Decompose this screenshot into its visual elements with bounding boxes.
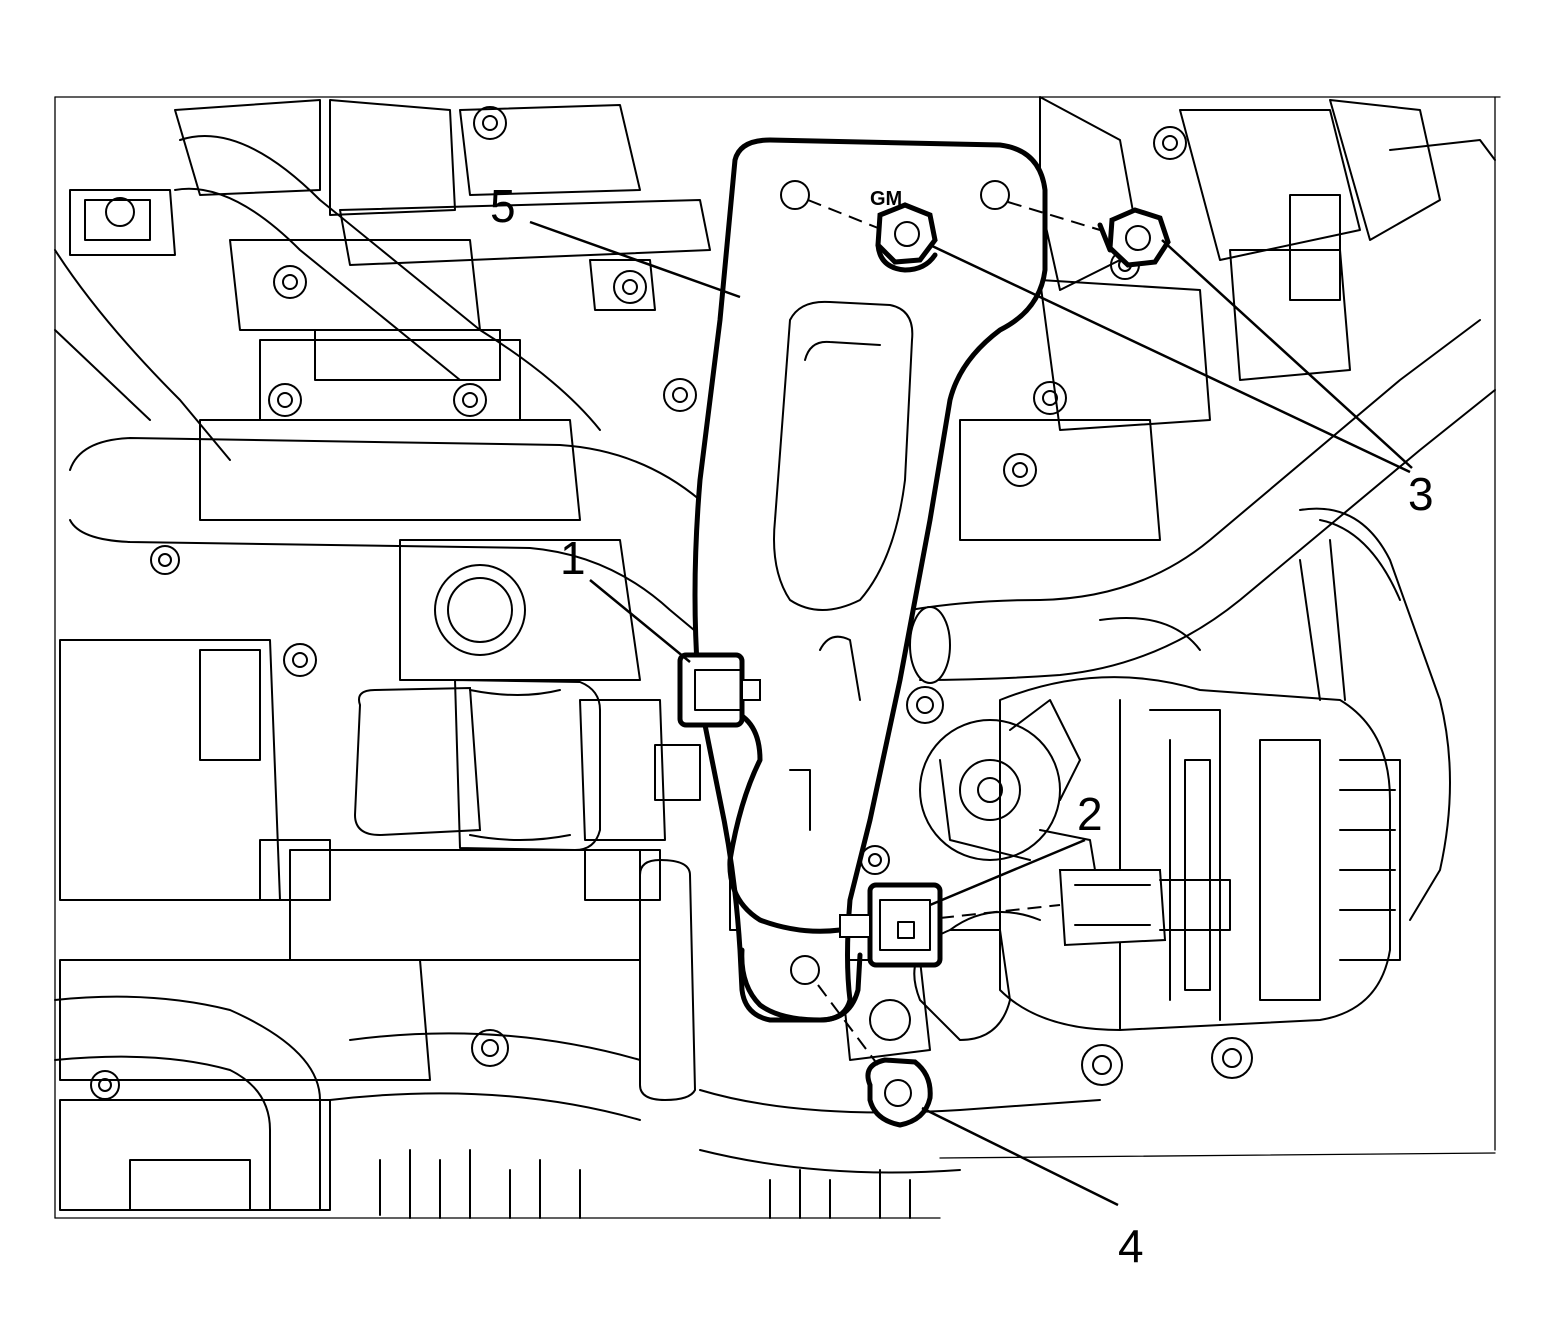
bracket-stamp: GM bbox=[870, 188, 902, 210]
leader-lines bbox=[529, 220, 1413, 1207]
callout-5: 5 bbox=[490, 180, 516, 232]
bracket: GM bbox=[692, 137, 1048, 1023]
bracket-bolt-lower bbox=[817, 984, 933, 1128]
leader-2 bbox=[929, 838, 1086, 907]
alternator bbox=[919, 507, 1451, 1031]
bracket-bolt-upper-right bbox=[1007, 201, 1171, 268]
leader-1 bbox=[589, 579, 691, 663]
leader-3b bbox=[1161, 239, 1413, 469]
callout-labels: 1 2 3 4 5 bbox=[490, 180, 1434, 1272]
engine-block-background bbox=[54, 96, 1501, 1219]
bracket-bolt-upper-left bbox=[807, 199, 938, 273]
leader-3a bbox=[929, 243, 1411, 474]
starter-motor bbox=[353, 679, 701, 901]
harness-connector-1 bbox=[677, 652, 761, 728]
callout-2: 2 bbox=[1077, 788, 1103, 840]
leader-5 bbox=[529, 220, 741, 299]
callout-3: 3 bbox=[1408, 468, 1434, 520]
callout-4: 4 bbox=[1118, 1220, 1144, 1272]
wiring-harness bbox=[727, 707, 863, 1023]
callout-1: 1 bbox=[560, 532, 586, 584]
harness-connector-2 bbox=[839, 882, 1061, 968]
leader-4 bbox=[921, 1106, 1119, 1207]
coolant-hose bbox=[54, 135, 1496, 1211]
bolt-head bbox=[90, 106, 1253, 1100]
cv-boot bbox=[379, 1149, 911, 1219]
